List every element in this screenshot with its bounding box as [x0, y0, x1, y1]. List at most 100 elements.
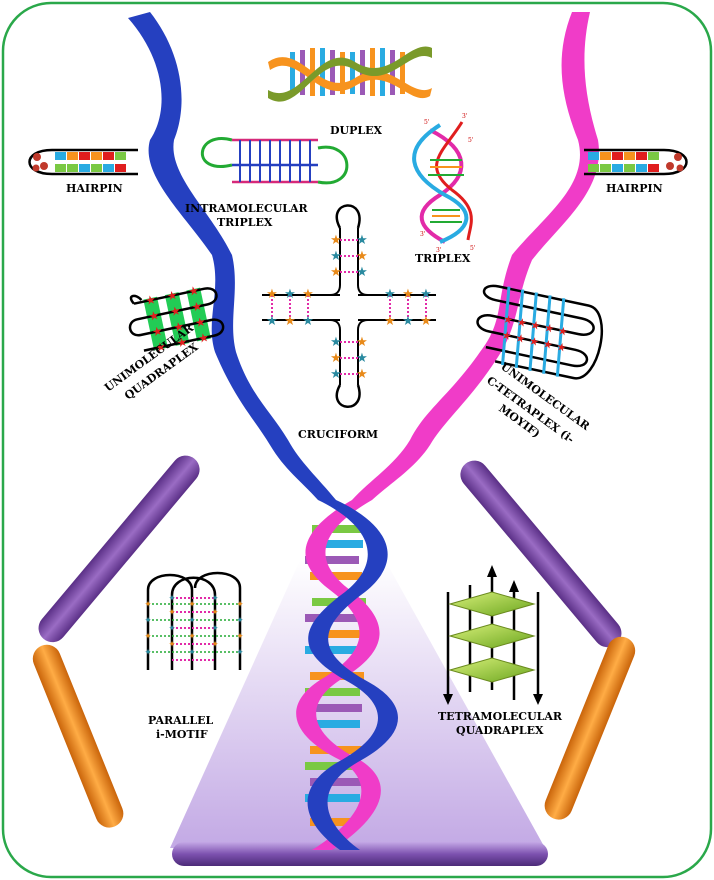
svg-text:★: ★: [330, 249, 342, 264]
svg-text:★: ★: [384, 314, 396, 329]
svg-text:✦: ✦: [144, 600, 152, 610]
svg-text:★: ★: [154, 339, 167, 355]
triplex-label-3-prime-a: 3': [462, 113, 468, 120]
svg-text:✦: ✦: [144, 616, 152, 626]
g-tetrad-plate-1: [448, 591, 536, 617]
svg-text:★: ★: [356, 351, 368, 366]
pink-strand-ribbon: [352, 12, 599, 500]
purple-rod-left: [38, 455, 200, 643]
svg-text:★: ★: [420, 314, 432, 329]
svg-text:★: ★: [420, 287, 432, 302]
svg-text:★: ★: [284, 287, 296, 302]
base-rod: [172, 842, 548, 866]
duplex-icon: [268, 46, 432, 102]
hairpin-left-icon: [28, 148, 138, 176]
svg-text:✦: ✦: [188, 616, 196, 626]
svg-text:★: ★: [302, 287, 314, 302]
svg-text:★: ★: [284, 314, 296, 329]
svg-text:✦: ✦: [211, 608, 219, 618]
svg-text:★: ★: [543, 321, 555, 336]
svg-text:★: ★: [147, 308, 160, 324]
duplex-green-strand: [268, 46, 432, 102]
intramolecular-triplex-icon: [200, 137, 349, 185]
label-hairpin-right: HAIRPIN: [606, 182, 663, 195]
svg-text:✦: ✦: [236, 600, 244, 610]
pentagon-frame: [32, 455, 636, 866]
svg-text:✦: ✦: [188, 600, 196, 610]
triplex-rungs: [239, 140, 311, 182]
svg-text:✦: ✦: [168, 594, 176, 604]
duplex-orange-strand: [268, 57, 432, 99]
label-parallel-imotif-1: PARALLEL: [148, 714, 214, 727]
svg-text:★: ★: [190, 299, 203, 315]
svg-text:★: ★: [356, 367, 368, 382]
label-tetramolecular-2: QUADRAPLEX: [456, 724, 544, 737]
svg-text:★: ★: [144, 292, 157, 308]
svg-text:★: ★: [197, 330, 210, 346]
orange-rod-left: [32, 644, 124, 828]
label-parallel-imotif-2: i-MOTIF: [156, 728, 208, 741]
svg-text:★: ★: [542, 337, 554, 352]
helix-blue-strand: [307, 500, 398, 850]
purple-rod-right: [460, 460, 622, 648]
svg-text:✦: ✦: [236, 648, 244, 658]
svg-text:★: ★: [555, 340, 567, 355]
label-tetramolecular-1: TETRAMOLECULAR: [438, 710, 563, 723]
triplex-cyan-strand: [412, 123, 469, 244]
parallel-imotif-icon: ✦✦✦✦✦ ✦✦✦✦✦ ✦✦✦✦✦ ✦✦✦✦✦: [144, 571, 244, 670]
label-hairpin-left: HAIRPIN: [66, 182, 123, 195]
triplex-label-5-prime-b: 5': [468, 137, 474, 144]
svg-text:★: ★: [165, 288, 178, 304]
triplex-red-strand: [435, 121, 473, 241]
svg-text:★: ★: [501, 328, 513, 343]
svg-text:✦: ✦: [188, 632, 196, 642]
c-tetraplex-icon: ★★★★★ ★★★★★: [476, 284, 603, 380]
tetramolecular-quadraplex-icon: [443, 565, 543, 705]
svg-text:✦: ✦: [144, 648, 152, 658]
svg-text:★: ★: [516, 315, 528, 330]
svg-text:✦: ✦: [144, 632, 152, 642]
triplex-label-3-prime-c: 3': [420, 231, 426, 238]
svg-text:★: ★: [330, 335, 342, 350]
svg-text:★: ★: [330, 367, 342, 382]
svg-text:✦: ✦: [168, 608, 176, 618]
svg-text:★: ★: [330, 233, 342, 248]
central-double-helix: [296, 500, 398, 850]
svg-text:★: ★: [356, 265, 368, 280]
svg-text:★: ★: [330, 265, 342, 280]
svg-text:✦: ✦: [236, 616, 244, 626]
triplex-label-3-prime-b: 3': [436, 247, 442, 254]
triplex-label-5-prime-a: 5': [424, 119, 430, 126]
blue-strand-ribbon: [128, 12, 336, 500]
triplex-label-5-prime-c: 5': [470, 245, 476, 252]
label-intramolecular-triplex-1: INTRAMOLECULAR: [185, 202, 309, 215]
g-tetrad-plate-3: [448, 657, 536, 683]
svg-text:★: ★: [187, 283, 200, 299]
svg-text:★: ★: [302, 314, 314, 329]
svg-text:★: ★: [356, 335, 368, 350]
svg-text:★: ★: [529, 318, 541, 333]
svg-text:✦: ✦: [168, 640, 176, 650]
svg-text:★: ★: [528, 334, 540, 349]
label-duplex: DUPLEX: [330, 124, 383, 137]
svg-text:★: ★: [557, 324, 569, 339]
svg-text:✦: ✦: [211, 640, 219, 650]
svg-text:★: ★: [356, 233, 368, 248]
g-tetrad-plate-2: [448, 623, 536, 649]
svg-text:★: ★: [330, 351, 342, 366]
svg-text:★: ★: [175, 335, 188, 351]
svg-text:★: ★: [402, 287, 414, 302]
svg-text:✦: ✦: [236, 632, 244, 642]
triplex-green-loop-left: [200, 137, 233, 168]
triplex-green-loop-right: [317, 145, 349, 185]
unimolecular-quadraplex-icon: ★★★ ★★★ ★★★ ★★★: [128, 283, 225, 355]
svg-text:★: ★: [172, 319, 185, 335]
svg-text:★: ★: [356, 249, 368, 264]
label-intramolecular-triplex-2: TRIPLEX: [217, 216, 273, 229]
svg-text:✦: ✦: [211, 594, 219, 604]
label-triplex: TRIPLEX: [415, 252, 471, 265]
svg-text:★: ★: [384, 287, 396, 302]
svg-text:★: ★: [402, 314, 414, 329]
